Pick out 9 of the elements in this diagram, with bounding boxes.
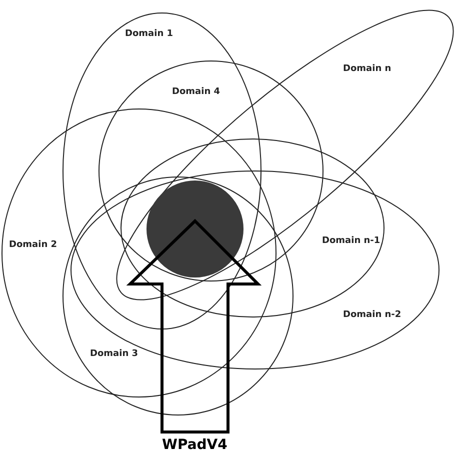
protein-label: WPadV4 (162, 437, 228, 453)
domain-label: Domain 2 (9, 240, 57, 250)
domain-label: Domain n-1 (322, 236, 380, 246)
domain-label: Domain 3 (90, 349, 138, 359)
domain-label: Domain 4 (172, 87, 220, 97)
domain-label: Domain n-2 (343, 310, 402, 320)
domain-label: Domain 1 (125, 29, 173, 39)
block-arrow (126, 218, 262, 434)
domain-label: Domain n (343, 64, 392, 74)
